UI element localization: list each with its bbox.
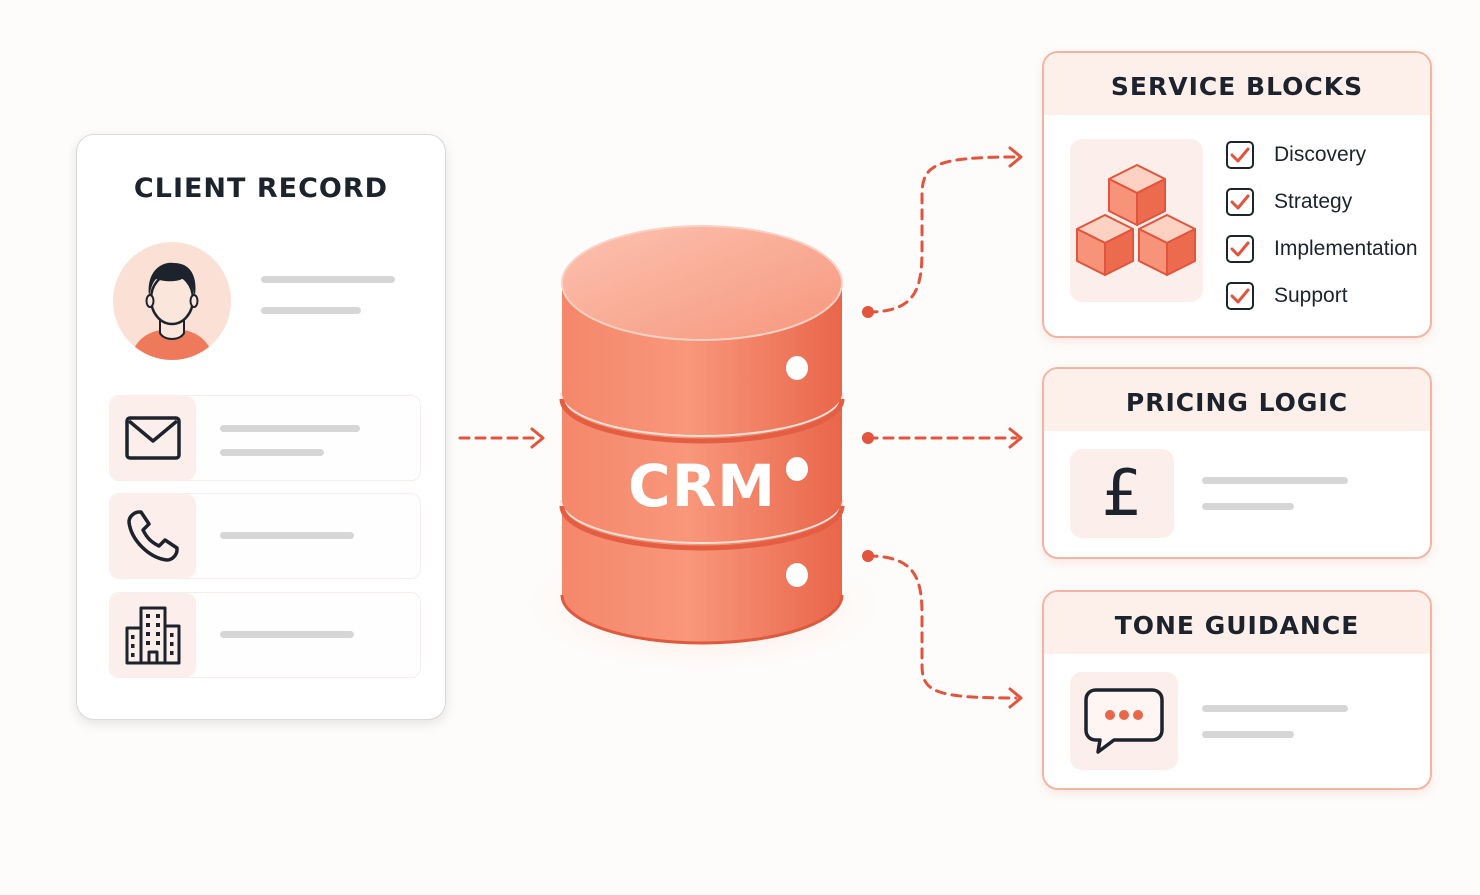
- checkbox-icon: [1226, 188, 1254, 216]
- tone-placeholder-line-2: [1202, 731, 1294, 738]
- cubes-tile: [1070, 139, 1203, 302]
- phone-placeholder-line: [220, 532, 354, 539]
- pricing-placeholder-line: [1202, 477, 1348, 484]
- speech-bubble-icon: [1084, 688, 1164, 754]
- connector-dot-tone: [862, 550, 874, 562]
- arrowhead-pricing: [1008, 427, 1023, 449]
- connector-dot-service: [862, 306, 874, 318]
- checkbox-icon: [1226, 141, 1254, 169]
- service-blocks-title: SERVICE BLOCKS: [1044, 53, 1430, 115]
- service-item-label: Discovery: [1274, 143, 1367, 166]
- arrow-crm-to-tone-guidance: [866, 554, 1018, 700]
- person-avatar-icon: [113, 242, 231, 360]
- arrowhead-tone: [1008, 687, 1023, 709]
- checkbox-icon: [1226, 235, 1254, 263]
- pound-icon: £: [1101, 456, 1143, 531]
- pound-tile: £: [1070, 449, 1174, 538]
- building-icon: [125, 606, 181, 665]
- client-record-title: CLIENT RECORD: [133, 173, 389, 204]
- pricing-logic-card: PRICING LOGIC £: [1042, 367, 1432, 559]
- crm-label: CRM: [628, 452, 776, 520]
- service-item-label: Support: [1274, 284, 1348, 307]
- arrow-crm-to-service-blocks: [866, 155, 1018, 314]
- company-row: [109, 592, 421, 678]
- client-record-card: CLIENT RECORD: [76, 134, 446, 720]
- service-item-discovery: Discovery: [1226, 139, 1366, 171]
- pricing-logic-title: PRICING LOGIC: [1044, 369, 1430, 431]
- service-blocks-card: SERVICE BLOCKS Discovery Strategy: [1042, 51, 1432, 338]
- mail-icon: [125, 416, 181, 460]
- speech-tile: [1070, 672, 1178, 770]
- tone-guidance-card: TONE GUIDANCE: [1042, 590, 1432, 790]
- phone-icon: [127, 510, 179, 562]
- email-placeholder-line: [220, 425, 360, 432]
- service-item-implementation: Implementation: [1226, 233, 1418, 265]
- subtitle-placeholder-line: [261, 307, 361, 314]
- service-item-support: Support: [1226, 280, 1348, 312]
- service-item-label: Implementation: [1274, 237, 1418, 260]
- crm-database-icon: [520, 225, 888, 675]
- arrowhead-client: [530, 427, 545, 449]
- email-row: [109, 395, 421, 481]
- connector-dot-pricing: [862, 432, 874, 444]
- tone-placeholder-line: [1202, 705, 1348, 712]
- name-placeholder-line: [261, 276, 395, 283]
- service-item-strategy: Strategy: [1226, 186, 1352, 218]
- email-placeholder-line-2: [220, 449, 324, 456]
- company-placeholder-line: [220, 631, 354, 638]
- service-item-label: Strategy: [1274, 190, 1353, 213]
- phone-row: [109, 493, 421, 579]
- cubes-icon: [1075, 163, 1196, 276]
- checkbox-icon: [1226, 282, 1254, 310]
- pricing-placeholder-line-2: [1202, 503, 1294, 510]
- arrowhead-service: [1008, 146, 1023, 168]
- tone-guidance-title: TONE GUIDANCE: [1044, 592, 1430, 654]
